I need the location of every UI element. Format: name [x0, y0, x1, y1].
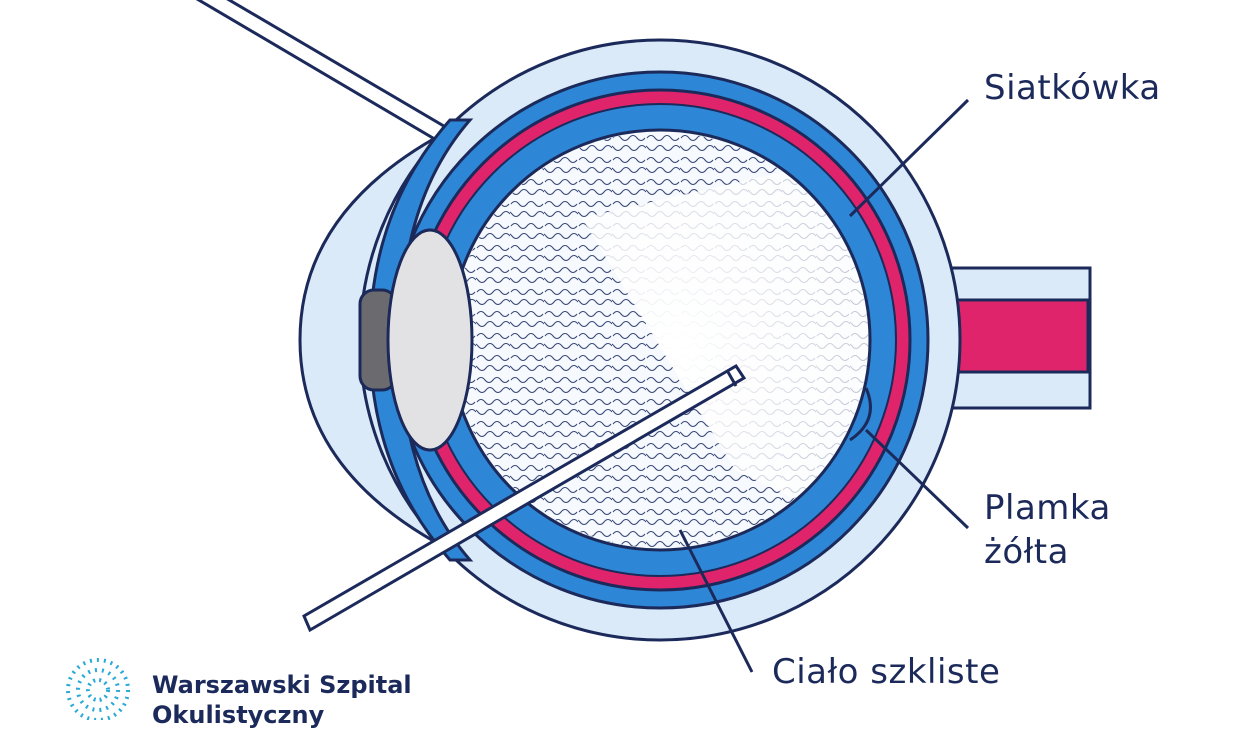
lower-instrument-tip [726, 371, 738, 387]
macula-label-line2: żółta [984, 532, 1069, 572]
logo-icon [66, 658, 130, 720]
macula-leader-line [864, 428, 970, 530]
retina-leader-line [848, 98, 970, 218]
vitreous-leader-line [678, 529, 754, 673]
macula-label-line1: Plamka [984, 488, 1111, 528]
lens [386, 228, 474, 452]
lower-instrument [302, 363, 747, 633]
logo-text-line2: Okulistyczny [152, 701, 325, 729]
macula-label: Plamka żółta [984, 486, 1111, 574]
vitreous-label: Ciało szkliste [772, 652, 1001, 692]
logo-text-line1: Warszawski Szpital [152, 671, 412, 699]
retina-label: Siatkówka [984, 68, 1161, 108]
macula [849, 387, 872, 442]
light-beam [572, 150, 868, 540]
